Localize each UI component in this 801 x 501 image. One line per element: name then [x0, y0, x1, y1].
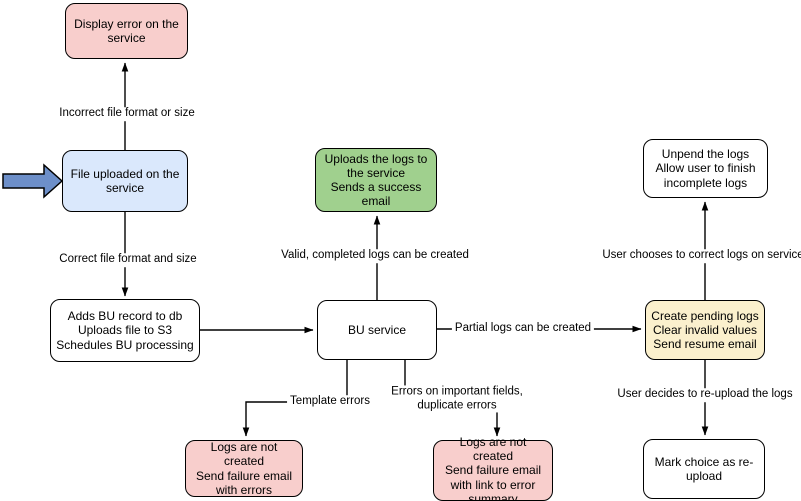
node-uploads-logs-success: Uploads the logs to the service Sends a … [315, 148, 437, 212]
entry-arrow-icon [2, 163, 64, 199]
edge-label-field-errors: Errors on important fields, duplicate er… [388, 385, 526, 413]
edge-label-valid-logs: Valid, completed logs can be created [278, 249, 472, 263]
node-display-error: Display error on the service [65, 3, 188, 59]
edge-label-incorrect-format: Incorrect file format or size [56, 107, 198, 121]
edge-label-partial-logs: Partial logs can be created [451, 322, 595, 336]
node-file-uploaded: File uploaded on the service [62, 150, 188, 212]
node-logs-not-created-template: Logs are not created Send failure email … [185, 440, 303, 497]
edge-label-template-errors: Template errors [287, 395, 373, 409]
edge-label-user-reuploads: User decides to re-upload the logs [614, 388, 796, 402]
node-logs-not-created-fields: Logs are not created Send failure email … [433, 435, 553, 501]
node-unpend-logs: Unpend the logs Allow user to finish inc… [643, 139, 768, 198]
node-bu-service: BU service [317, 300, 437, 360]
node-adds-bu-record: Adds BU record to db Uploads file to S3 … [50, 299, 200, 362]
node-create-pending-logs: Create pending logs Clear invalid values… [645, 300, 765, 360]
edge-label-correct-format: Correct file format and size [56, 253, 200, 267]
node-mark-choice-reupload: Mark choice as re- upload [643, 439, 765, 499]
edge-label-user-corrects: User chooses to correct logs on service [599, 249, 801, 263]
